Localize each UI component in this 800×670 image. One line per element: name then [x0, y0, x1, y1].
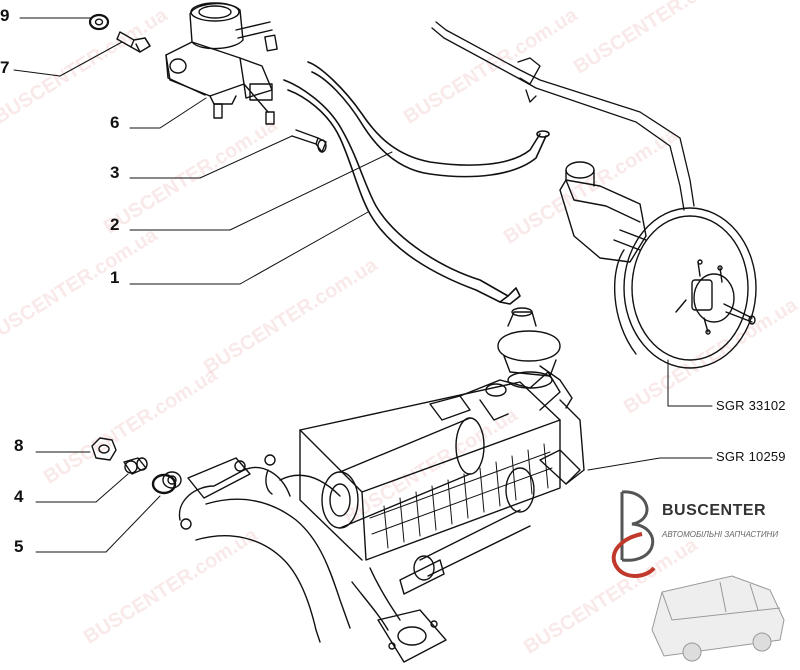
callout-4: 4: [14, 487, 24, 506]
callout-6: 6: [110, 113, 120, 132]
egr-cooler-assembly: [178, 371, 585, 663]
part-3-screw: [291, 129, 327, 153]
ref-label-intake-manifold: SGR 10259: [716, 449, 786, 464]
ref-label-brake-booster: SGR 33102: [716, 398, 786, 413]
part-9-washer: [88, 13, 110, 31]
logo-subtitle: АВТОМОБІЛЬНІ ЗАПЧАСТИНИ: [662, 530, 779, 539]
leader-7: [13, 41, 123, 77]
part-5-bushing: [151, 471, 182, 495]
leader-1: [129, 211, 369, 285]
leader-sgr-33102: [667, 359, 713, 407]
part-2-hose: [307, 61, 550, 178]
callout-1: 1: [110, 268, 120, 287]
egr-valve: [497, 307, 573, 409]
cooler-fins: [369, 443, 553, 549]
leader-5: [35, 495, 161, 553]
callout-5: 5: [14, 537, 24, 556]
callout-8: 8: [14, 436, 24, 455]
van-icon: [651, 575, 785, 662]
callout-7: 7: [0, 58, 10, 77]
leader-2: [129, 151, 393, 231]
logo-title: BUSCENTER: [662, 502, 767, 519]
part-1-hose: [283, 79, 521, 305]
leader-3: [129, 135, 293, 179]
leader-6: [129, 97, 207, 129]
leader-4: [35, 473, 129, 503]
callout-3: 3: [110, 163, 120, 182]
part-7-bolt: [116, 31, 151, 53]
leader-sgr-10259: [587, 457, 713, 471]
buscenter-logo: BUSCENTER АВТОМОБІЛЬНІ ЗАПЧАСТИНИ: [602, 480, 800, 670]
part-6-solenoid-valve: [165, 2, 278, 125]
callout-2: 2: [110, 215, 120, 234]
part-4-sleeve: [123, 457, 148, 475]
leader-lines: [13, 17, 713, 553]
callout-9: 9: [0, 6, 10, 25]
vacuum-line: [431, 21, 695, 211]
part-8-nut: [91, 437, 117, 461]
brake-booster: [614, 207, 757, 369]
fluid-reservoir: [559, 161, 647, 263]
letter-b-mark-icon: [611, 490, 785, 662]
